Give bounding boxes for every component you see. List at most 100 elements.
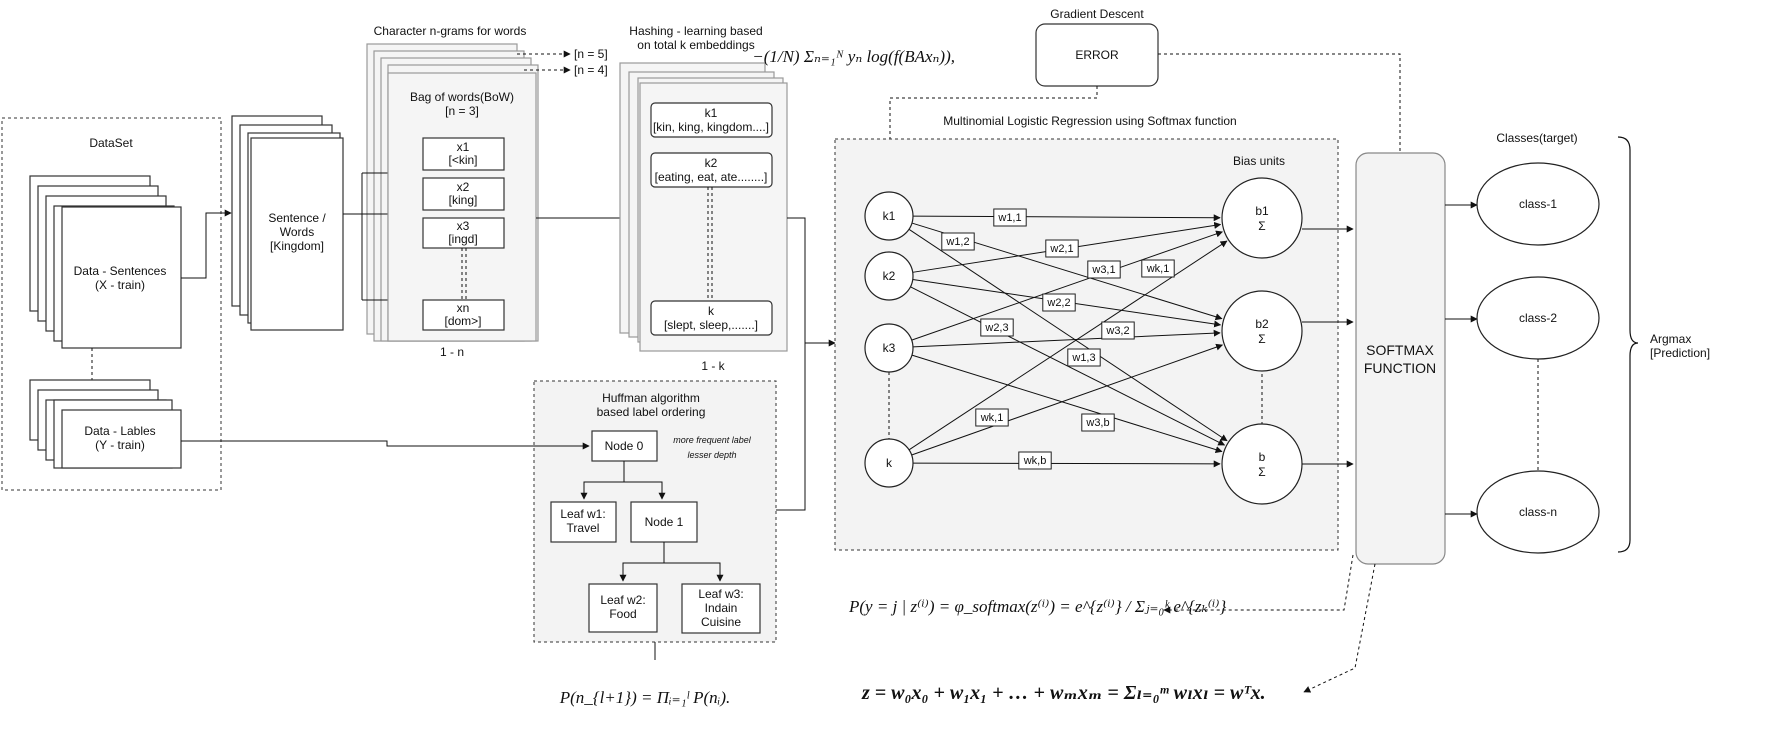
ngram-x2-name: x2 [457,180,470,194]
hash-k1-value: [kin, king, kingdom....] [653,120,769,134]
n5-label: [n = 5] [574,47,608,61]
softmax-box [1355,152,1446,565]
huffman-title-2: based label ordering [597,405,706,419]
bias-b-label: b [1259,450,1266,464]
huffman-leaf-w2 [588,583,658,633]
weight-box [1101,321,1135,340]
leaf-w3-label-1: Leaf w3: [698,587,743,601]
hashing-range: 1 - k [701,359,725,373]
sentence-words-stack: Sentence / Words [Kingdom] [231,115,344,331]
huffman-note-2: lesser depth [687,450,736,460]
ngram-x1-name: x1 [457,140,470,154]
regression-weight-labels: w1,1 w1,2 w2,1 w3,1 wk,1 w2,2 w2,3 w3,2 w1,3 wk,1… [941,208,1175,470]
class-1-node: class-1 [1476,162,1600,246]
bias-node-b2: b2 Σ [1221,290,1303,372]
huffman-node1-label: Node 1 [645,515,684,529]
weight-box [993,208,1027,227]
weight-label: w2,1 [1045,239,1079,258]
hash-k-name: k [708,304,715,318]
ngram-x3-name: x3 [457,219,470,233]
weight-text: w1,1 [997,212,1021,224]
ngram-x3-value: [ingd] [448,232,477,246]
weight-box [1081,413,1115,432]
bias-b1-sum: Σ [1258,219,1265,233]
ngram-xn [422,299,505,331]
ngram-x1 [422,137,505,171]
weight-box [1141,259,1175,278]
huffman-group: Huffman algorithm based label ordering m… [533,380,777,707]
edge-0-0 [912,214,1221,222]
hash-k1 [650,102,773,138]
weight-text: w2,1 [1049,243,1073,255]
hashing-group: Hashing - learning based on total k embe… [619,24,788,373]
weight-label: w2,3 [980,318,1014,337]
weight-text: wk,b [1023,455,1047,467]
regression-edges [908,214,1228,468]
bias-b-sum: Σ [1258,465,1265,479]
n4-label: [n = 4] [574,63,608,77]
arrow-sentences-to-words [181,209,232,279]
ngram-x2 [422,177,505,211]
ngrams-range: 1 - n [440,345,464,359]
huffman-leaf-w3 [681,583,761,634]
weight-box [1045,239,1079,258]
regression-title: Multinomial Logistic Regression using So… [943,114,1236,128]
ngrams-title: Character n-grams for words [374,24,527,38]
leaf-w1-label-1: Leaf w1: [560,507,605,521]
weight-text: w3,2 [1105,325,1129,337]
classes-title: Classes(target) [1496,131,1577,145]
huffman-title-1: Huffman algorithm [602,391,700,405]
labels-box [61,409,182,469]
bias-node-b: b Σ [1221,423,1303,505]
weight-label: wk,1 [975,408,1009,427]
weight-box [1018,451,1052,470]
leaf-w3-label-2: Indain [705,601,738,615]
weight-text: w2,3 [984,322,1008,334]
hash-k [650,300,773,336]
huffman-note-1: more frequent label [673,435,752,445]
weight-text: w3,b [1085,417,1109,429]
input-node-k2: k2 [864,251,914,301]
bow-label-2: [n = 3] [445,104,479,118]
weight-text: wk,1 [980,412,1004,424]
arrow-labels-to-huffman [181,440,590,450]
softmax-group: SOFTMAX FUNCTION [1163,152,1478,693]
argmax-label-1: Argmax [1650,332,1691,346]
bias-b2-label: b2 [1255,317,1269,331]
softmax-to-linear-arrow [1303,563,1376,693]
input-node-k: k [864,438,914,488]
hashing-title-1: Hashing - learning based [629,24,762,38]
sentences-label-2: (X - train) [95,278,145,292]
sentence-words-label-1: Sentence / [268,211,326,225]
edge-2-2 [911,354,1223,453]
labels-stack: Data - Lables (Y - train) [29,379,182,469]
weight-text: wk,1 [1146,263,1170,275]
ngram-x3 [422,217,505,249]
weight-label: w2,2 [1042,293,1076,312]
bias-title: Bias units [1233,154,1285,168]
class-n-label: class-n [1519,505,1557,519]
leaf-w3-label-3: Cuisine [701,615,741,629]
edge-2-0 [911,230,1224,341]
leaf-w2-label-1: Leaf w2: [600,593,645,607]
weight-label: w1,3 [1067,348,1101,367]
labels-label-2: (Y - train) [95,438,145,452]
sentence-words-label-3: [Kingdom] [270,239,324,253]
huffman-leaf-w1 [550,501,617,543]
class-2-label: class-2 [1519,311,1557,325]
input-node-k1: k1 [864,191,914,241]
classes-brace [1617,136,1639,553]
dataset-title: DataSet [89,136,133,150]
hash-k2-value: [eating, eat, ate........] [655,170,768,184]
weight-text: w1,2 [945,236,969,248]
class-1-label: class-1 [1519,197,1557,211]
gradient-group: Gradient Descent ERROR −(1/N) Σₙ₌₁ᴺ yₙ l… [752,7,1401,191]
weight-label: wk,1 [1141,259,1175,278]
weight-box [1067,348,1101,367]
sentence-words-label-2: Words [280,225,314,239]
weight-label: w3,1 [1087,260,1121,279]
input-node-k3: k3 [864,323,914,373]
weight-box [941,232,975,251]
edge-3-1 [911,343,1224,456]
